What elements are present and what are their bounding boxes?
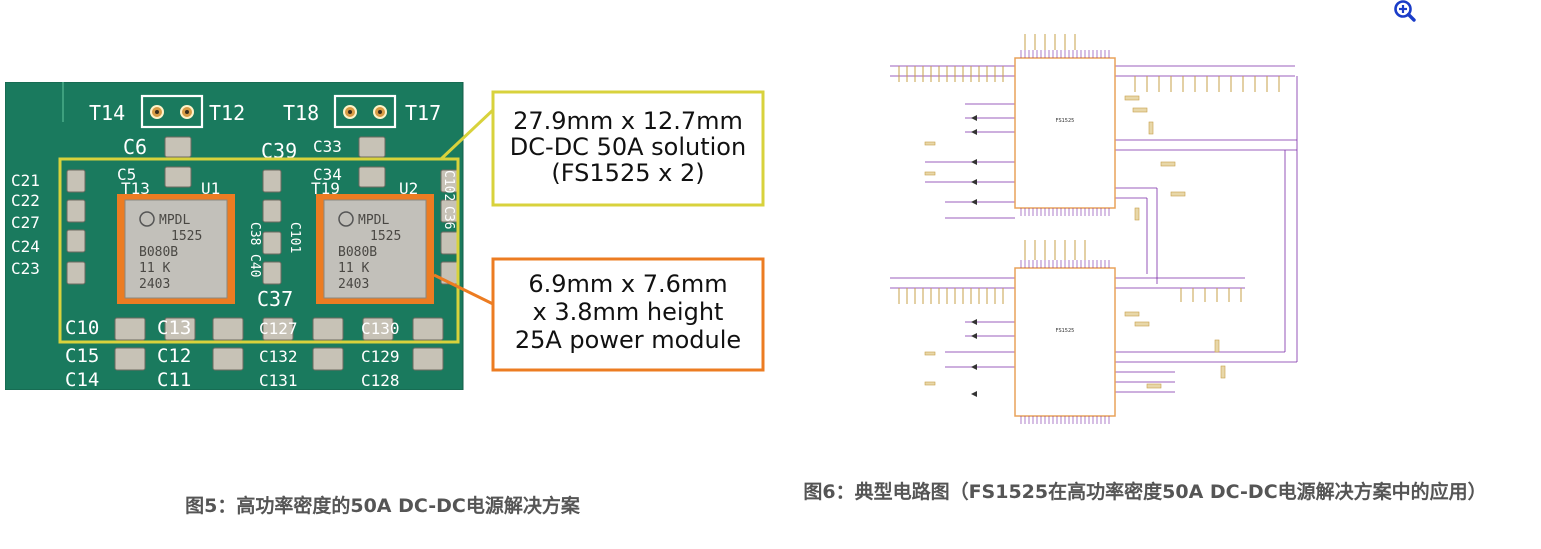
pcb-label: C128 <box>361 371 400 390</box>
power-module-u1: MPDL 1525 B080B 11 K 2403 <box>117 194 235 304</box>
pcb-label: C34 <box>313 165 342 184</box>
pcb-label: C13 <box>157 317 191 339</box>
module-callout <box>491 257 765 372</box>
pcb-label: C6 <box>123 135 147 159</box>
ic-label: FS1525 <box>1056 118 1075 124</box>
pcb-label: C23 <box>11 259 40 278</box>
ic-fs1525-upper <box>1014 57 1116 209</box>
pcb-label: C24 <box>11 237 40 256</box>
callout-text: x 3.8mm height <box>533 298 724 326</box>
chip-marking: 2403 <box>139 277 170 292</box>
pcb-label: C22 <box>11 191 40 210</box>
pcb-label: C12 <box>157 345 191 367</box>
callout-text: 6.9mm x 7.6mm <box>528 270 727 298</box>
chip-marking: MPDL <box>358 213 389 228</box>
chip-marking: 11 K <box>139 261 170 276</box>
pcb-label: C130 <box>361 319 400 338</box>
callout-text: 25A power module <box>515 326 741 354</box>
pcb-label: T17 <box>405 101 441 125</box>
pcb-label: C10 <box>65 317 99 339</box>
pcb-label: C21 <box>11 171 40 190</box>
chip-marking: 11 K <box>338 261 369 276</box>
pcb-label: C38 <box>247 222 262 245</box>
schematic-wires <box>890 65 1298 393</box>
pcb-label: C131 <box>259 371 298 390</box>
figure-5-caption: 图5：高功率密度的50A DC-DC电源解决方案 <box>185 495 580 517</box>
pcb-label: C15 <box>65 345 99 367</box>
ic-fs1525-lower <box>1014 267 1116 417</box>
solution-callout <box>491 90 765 207</box>
power-module-u2: MPDL 1525 B080B 11 K 2403 <box>316 194 434 304</box>
chip-marking: 1525 <box>370 229 401 244</box>
zoom-in-icon[interactable] <box>1392 0 1420 24</box>
pcb-label: C102 <box>441 170 456 201</box>
pcb-photo-figure: MPDL 1525 B080B 11 K 2403 MPDL 1525 B080… <box>4 81 767 391</box>
pcb-label: C40 <box>247 254 262 277</box>
chip-marking: 1525 <box>171 229 202 244</box>
pcb-label: C132 <box>259 347 298 366</box>
solution-outline <box>58 157 460 344</box>
pcb-label: C14 <box>65 369 99 390</box>
pcb-label: C5 <box>117 165 136 184</box>
pcb-label: T14 <box>89 101 125 125</box>
chip-marking: B080B <box>338 245 377 260</box>
chip-marking: MPDL <box>159 213 190 228</box>
pcb-label: C11 <box>157 369 191 390</box>
pcb-label: T18 <box>283 101 319 125</box>
capacitor-bank <box>898 34 1280 304</box>
pcb-label: T13 <box>121 179 150 198</box>
pcb-label: U2 <box>399 179 418 198</box>
pcb-label: C127 <box>259 319 298 338</box>
schematic-figure: FS1525 FS1525 <box>885 22 1305 432</box>
pcb-label: C27 <box>11 213 40 232</box>
pcb-label: T12 <box>209 101 245 125</box>
pcb-label: C129 <box>361 347 400 366</box>
callout-text: 27.9mm x 12.7mm <box>513 107 743 135</box>
pcb-label: U1 <box>201 179 220 198</box>
pcb-label: C33 <box>313 137 342 156</box>
figure-6-caption: 图6：典型电路图（FS1525在高功率密度50A DC-DC电源解决方案中的应用… <box>803 481 1487 503</box>
chip-marking: 2403 <box>338 277 369 292</box>
ic-label: FS1525 <box>1056 328 1075 334</box>
pcb-label: C37 <box>257 287 293 311</box>
pcb-label: C101 <box>287 222 302 253</box>
pcb-label: C36 <box>441 206 456 229</box>
callout-text: DC-DC 50A solution <box>510 133 746 161</box>
pcb-label: T19 <box>311 179 340 198</box>
chip-marking: B080B <box>139 245 178 260</box>
callout-text: (FS1525 x 2) <box>551 159 704 187</box>
